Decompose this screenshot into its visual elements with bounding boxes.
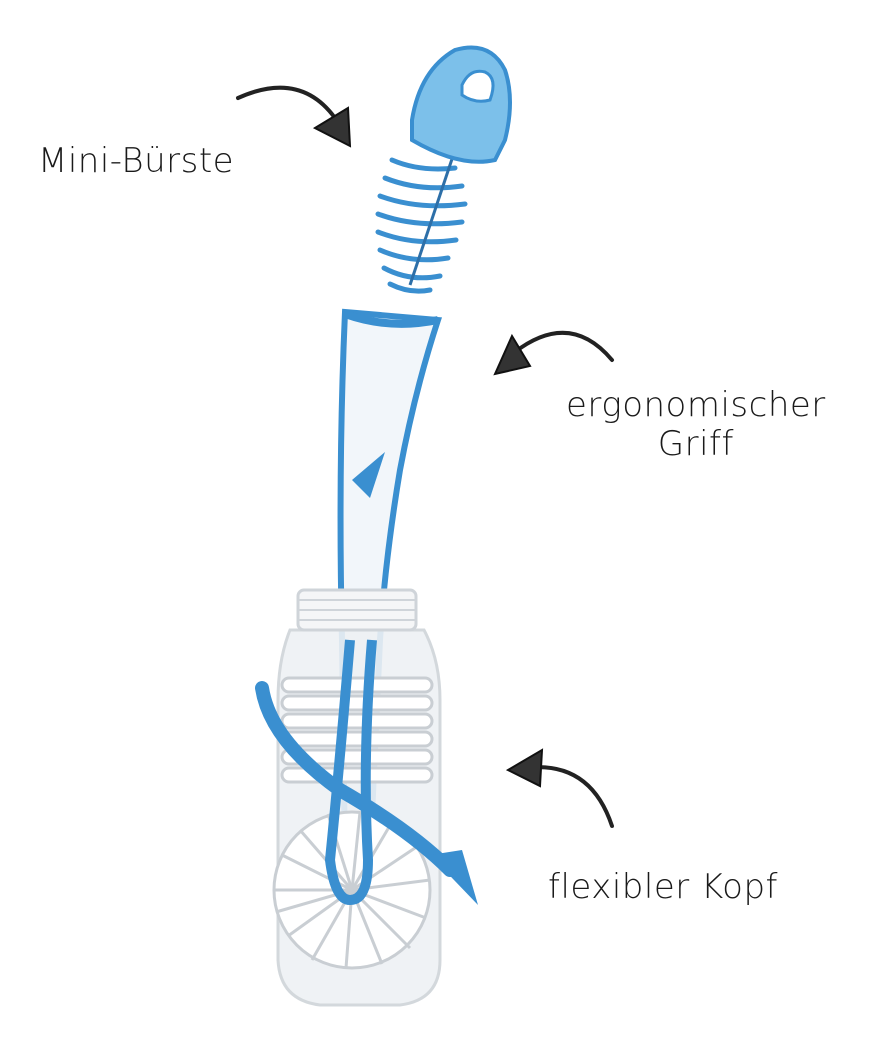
brush-upper-bristles	[280, 676, 434, 784]
arrow-to-mini-brush	[236, 85, 337, 120]
label-flexible-head: flexibler Kopf	[548, 867, 778, 907]
handle-grip-hole	[352, 452, 385, 498]
mini-brush-cap-hole	[460, 69, 495, 103]
label-ergonomic-handle: ergonomischer Griff	[566, 385, 826, 465]
brush-lower-bristles	[272, 810, 432, 970]
bottle-illustration	[255, 588, 478, 1007]
twist-arrow	[255, 681, 457, 877]
mini-brush-cap	[410, 45, 512, 164]
label-ergonomic-handle-line1: ergonomischer	[566, 385, 826, 425]
pointer-arrow-heads	[312, 106, 544, 788]
twist-arrow-head	[430, 850, 478, 905]
mini-brush-illustration	[375, 45, 512, 294]
arrow-to-handle	[513, 330, 614, 362]
label-ergonomic-handle-line2: Griff	[657, 424, 734, 465]
brush-head-loop	[324, 639, 377, 906]
bottle-threads	[298, 599, 416, 621]
mini-brush-shaft	[408, 149, 457, 286]
mini-brush-bristles	[375, 157, 468, 294]
handle-top-edge	[343, 310, 439, 328]
label-mini-brush: Mini-Bürste	[38, 141, 235, 181]
